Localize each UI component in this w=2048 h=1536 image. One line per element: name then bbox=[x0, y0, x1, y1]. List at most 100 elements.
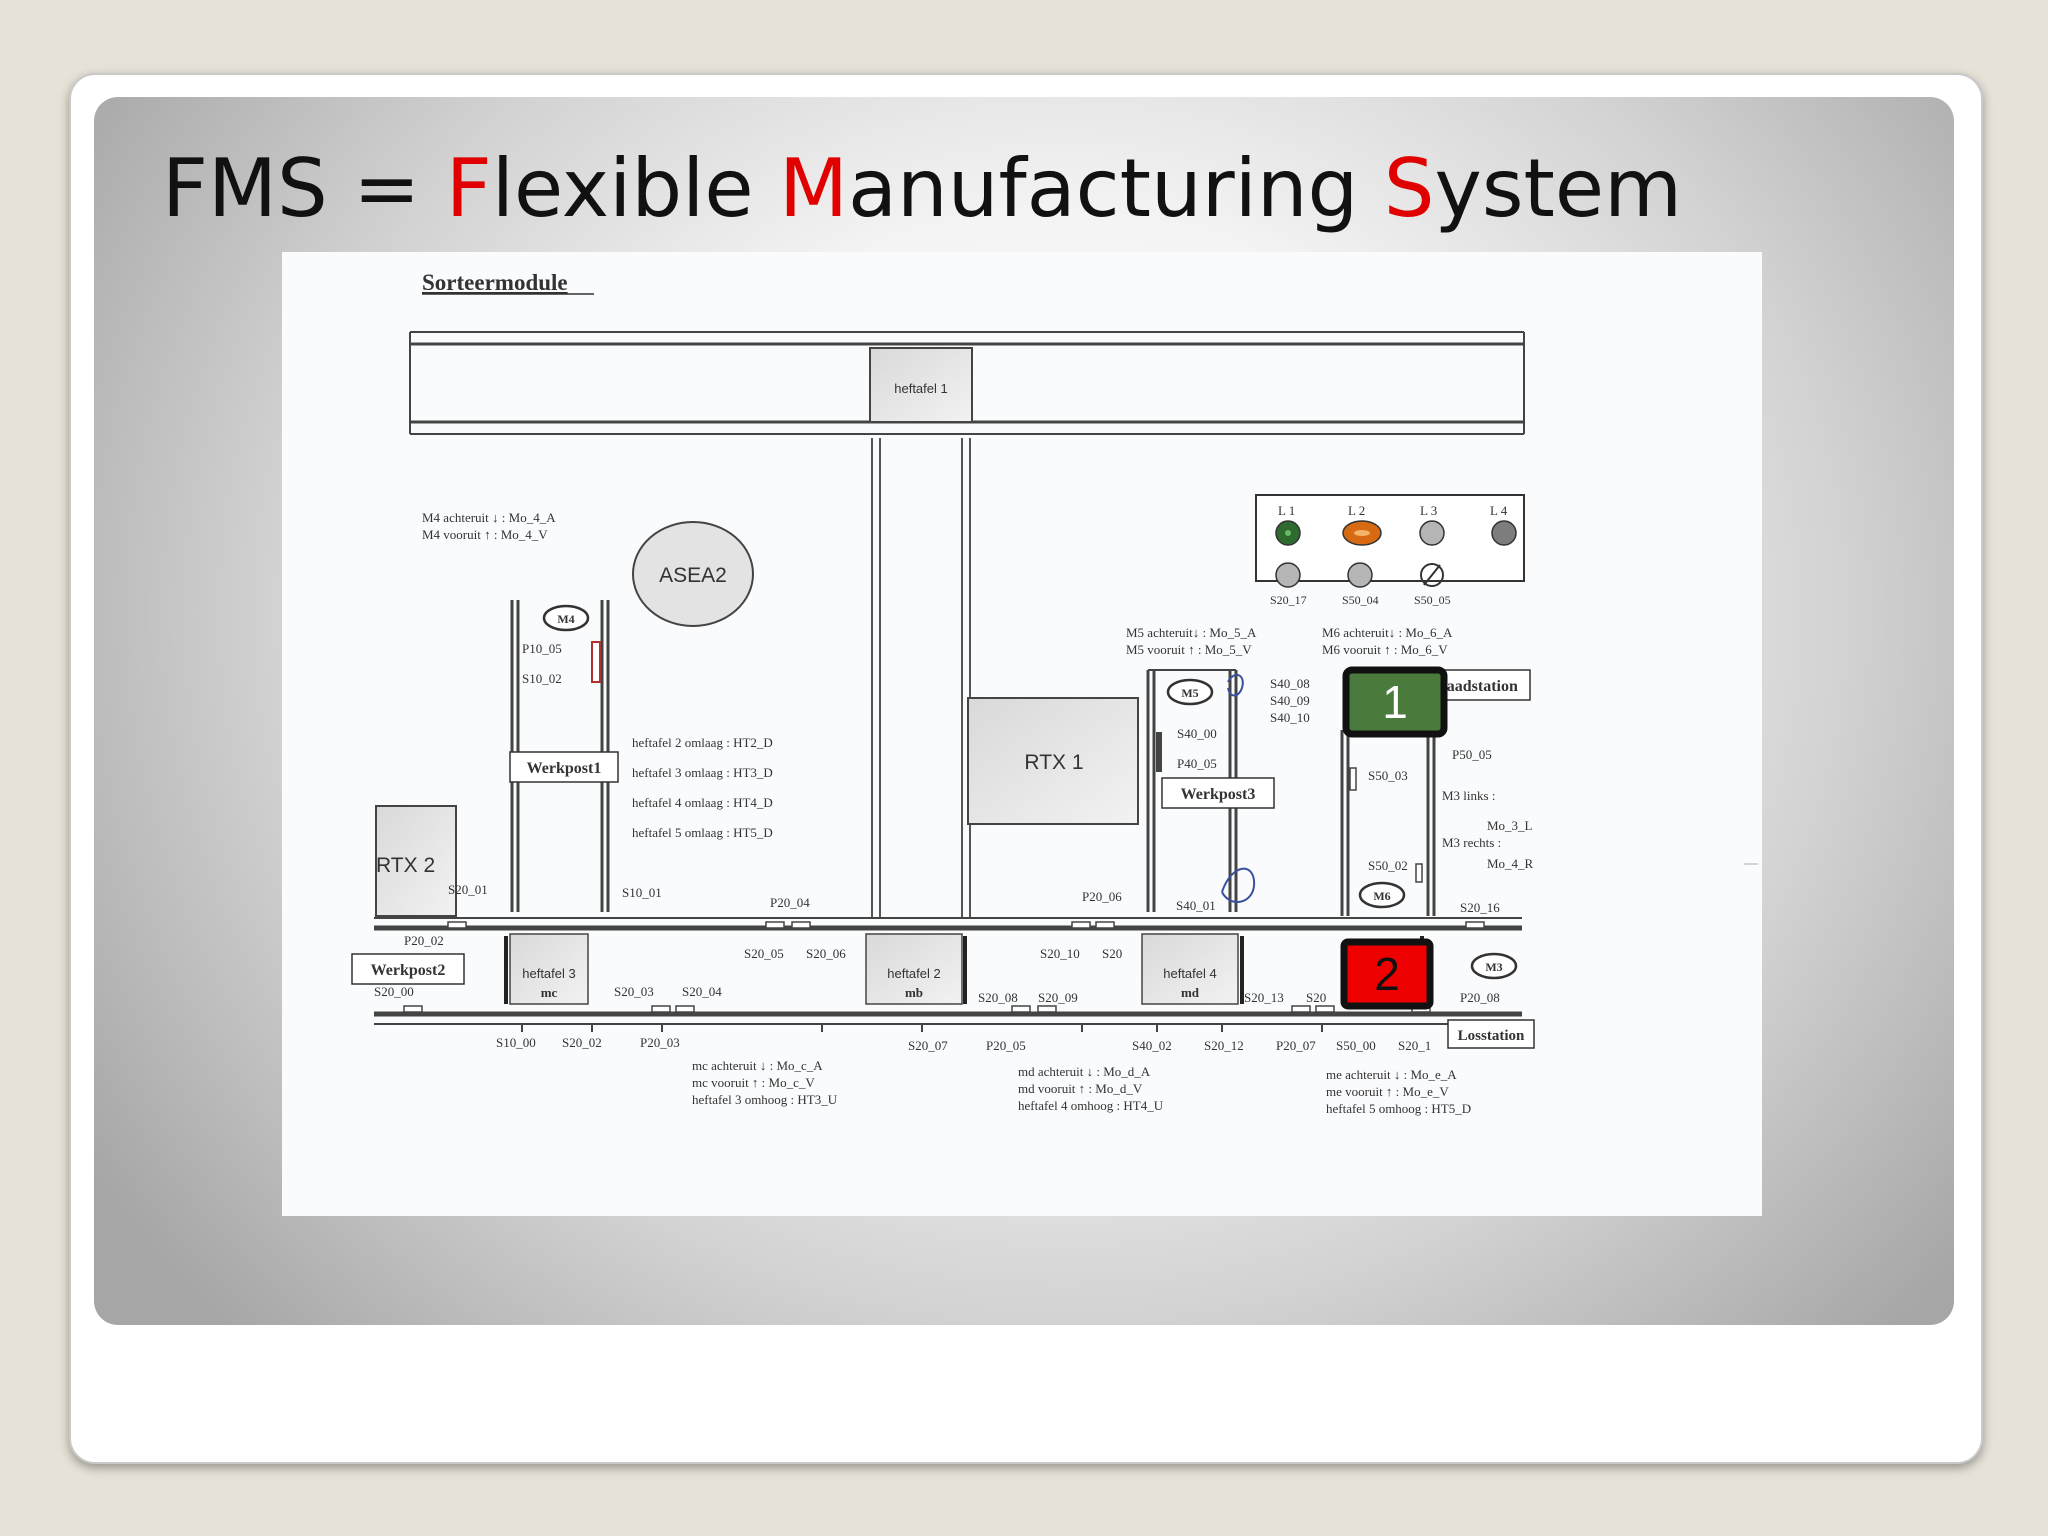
werkpost1-sensor bbox=[591, 641, 601, 683]
lamp-label-l2: L 2 bbox=[1348, 503, 1365, 518]
sensor-s40-01: S40_01 bbox=[1176, 898, 1216, 913]
laadstation-track bbox=[1340, 730, 1436, 916]
rtx1-box bbox=[967, 697, 1139, 825]
conveyor-lower-sensors bbox=[403, 1005, 1431, 1013]
sensor-s20-00: S20_00 bbox=[374, 984, 414, 999]
title-accent-m: M bbox=[779, 142, 849, 235]
laadstation-label: Laadstation bbox=[1436, 678, 1518, 695]
sensor-p20-07: P20_07 bbox=[1276, 1038, 1316, 1053]
sensor-s20-04: S20_04 bbox=[682, 984, 722, 999]
werkpost1-label: Werkpost1 bbox=[527, 760, 602, 777]
diagram-canvas: Sorteermodule heftafel 1 ASEA2 M4 achter… bbox=[351, 270, 1758, 1116]
mc-note-line2: mc vooruit ↑ : Mo_c_V bbox=[692, 1075, 815, 1090]
sensor-s50-02: S50_02 bbox=[1368, 858, 1408, 873]
marker-1-label: 1 bbox=[1382, 676, 1408, 728]
m3-note-line1: M3 links : bbox=[1442, 788, 1495, 803]
diagram-heading: Sorteermodule bbox=[422, 270, 568, 295]
button-s50-04 bbox=[1347, 562, 1373, 588]
werkpost3-label: Werkpost3 bbox=[1181, 786, 1256, 803]
sensor-p20-02: P20_02 bbox=[404, 933, 444, 948]
me-note-line2: me vooruit ↑ : Mo_e_V bbox=[1326, 1084, 1449, 1099]
lamp-l3-indicator bbox=[1419, 520, 1445, 546]
sensor-s40-09: S40_09 bbox=[1270, 693, 1310, 708]
slide-title: FMS = Flexible Manufacturing System bbox=[162, 145, 1682, 233]
sensor-s20-10: S20_10 bbox=[1040, 946, 1080, 961]
rtx2-label: RTX 2 bbox=[376, 854, 435, 877]
sensor-s10-00: S10_00 bbox=[496, 1035, 536, 1050]
sensor-s20: S20 bbox=[1102, 946, 1122, 961]
sensor-s20-01: S20_01 bbox=[448, 882, 488, 897]
sensor-s20-02: S20_02 bbox=[562, 1035, 602, 1050]
button-s50-05 bbox=[1420, 563, 1444, 587]
heftafel2-sub: mb bbox=[905, 985, 923, 1000]
sensor-p50-05: P50_05 bbox=[1452, 747, 1492, 762]
sensor-s40-10: S40_10 bbox=[1270, 710, 1310, 725]
marker-2-label: 2 bbox=[1374, 948, 1400, 1000]
asea2-robot bbox=[632, 521, 754, 627]
heftafel3-label: heftafel 3 bbox=[522, 966, 576, 981]
m5-motor bbox=[1166, 678, 1214, 706]
mc-note-line3: heftafel 3 omhoog : HT3_U bbox=[692, 1092, 838, 1107]
sensor-s20-07: S20_07 bbox=[908, 1038, 948, 1053]
m4-note-line1: M4 achteruit ↓ : Mo_4_A bbox=[422, 510, 556, 525]
sensor-s20-09: S20_09 bbox=[1038, 990, 1078, 1005]
sensor-s20-1x: S20_1 bbox=[1398, 1038, 1431, 1053]
rtx1-label: RTX 1 bbox=[1024, 751, 1083, 774]
m6-motor bbox=[1358, 881, 1406, 909]
sensor-s50-03: S50_03 bbox=[1368, 768, 1408, 783]
button-s20-17 bbox=[1275, 562, 1301, 588]
lamp-l4-indicator bbox=[1491, 520, 1517, 546]
title-accent-f: F bbox=[445, 142, 492, 235]
title-part: FMS = bbox=[162, 142, 446, 235]
button-label-s50-04: S50_04 bbox=[1342, 593, 1379, 607]
title-part: anufacturing bbox=[848, 142, 1384, 235]
werkpost3-sensor bbox=[1156, 732, 1162, 772]
lamp-label-l3: L 3 bbox=[1420, 503, 1437, 518]
heftafel2-box bbox=[865, 933, 963, 1005]
heftafel4-sub: md bbox=[1181, 985, 1200, 1000]
sensor-s10-01: S10_01 bbox=[622, 885, 662, 900]
button-label-s20-17: S20_17 bbox=[1270, 593, 1307, 607]
heftafel-note-3: heftafel 4 omlaag : HT4_D bbox=[632, 795, 773, 810]
sensor-p20-08: P20_08 bbox=[1460, 990, 1500, 1005]
werkpost1-box bbox=[509, 751, 619, 783]
md-note-line3: heftafel 4 omhoog : HT4_U bbox=[1018, 1098, 1164, 1113]
heftafel3-sub: mc bbox=[541, 985, 558, 1000]
md-note-line1: md achteruit ↓ : Mo_d_A bbox=[1018, 1064, 1151, 1079]
rtx2-box bbox=[375, 805, 457, 917]
sensor-p20-03: P20_03 bbox=[640, 1035, 680, 1050]
m6-label: M6 bbox=[1373, 889, 1390, 903]
button-s50-05-slash bbox=[1423, 564, 1441, 586]
heftafel-note-2: heftafel 3 omlaag : HT3_D bbox=[632, 765, 773, 780]
marker-2-box bbox=[1340, 938, 1434, 1010]
conveyor-feet bbox=[521, 1024, 1323, 1032]
me-note-line1: me achteruit ↓ : Mo_e_A bbox=[1326, 1067, 1457, 1082]
m3-motor bbox=[1470, 952, 1518, 980]
heftafel2-label: heftafel 2 bbox=[887, 966, 941, 981]
heftafel-note-1: heftafel 2 omlaag : HT2_D bbox=[632, 735, 773, 750]
sorteermodule-diagram: Sorteermodule heftafel 1 ASEA2 M4 achter… bbox=[282, 252, 1762, 1216]
m6-note-line1: M6 achteruit↓ : Mo_6_A bbox=[1322, 625, 1453, 640]
sensor-s20-08: S20_08 bbox=[978, 990, 1018, 1005]
sensor-s20-13: S20_13 bbox=[1244, 990, 1284, 1005]
sensor-s20-12: S20_12 bbox=[1204, 1038, 1244, 1053]
lamp-l2-glow bbox=[1354, 530, 1370, 536]
sensor-s20-16: S20_16 bbox=[1460, 900, 1500, 915]
heftafel1-label: heftafel 1 bbox=[894, 381, 948, 396]
title-part: ystem bbox=[1434, 142, 1683, 235]
m4-label: M4 bbox=[557, 612, 574, 626]
vertical-connector bbox=[871, 438, 971, 918]
m6-note-line2: M6 vooruit ↑ : Mo_6_V bbox=[1322, 642, 1448, 657]
m5-label: M5 bbox=[1181, 686, 1198, 700]
sensor-s40-08: S40_08 bbox=[1270, 676, 1310, 691]
lamp-l1-glow bbox=[1285, 530, 1291, 536]
heftafel4-label: heftafel 4 bbox=[1163, 966, 1217, 981]
werkpost2-label: Werkpost2 bbox=[371, 962, 446, 979]
lamp-label-l1: L 1 bbox=[1278, 503, 1295, 518]
title-part: lexible bbox=[491, 142, 779, 235]
m4-motor bbox=[542, 604, 590, 632]
sensor-s40-02: S40_02 bbox=[1132, 1038, 1172, 1053]
werkpost3-box bbox=[1161, 777, 1275, 809]
sensor-p10-05: P10_05 bbox=[522, 641, 562, 656]
sensor-p20-05: P20_05 bbox=[986, 1038, 1026, 1053]
